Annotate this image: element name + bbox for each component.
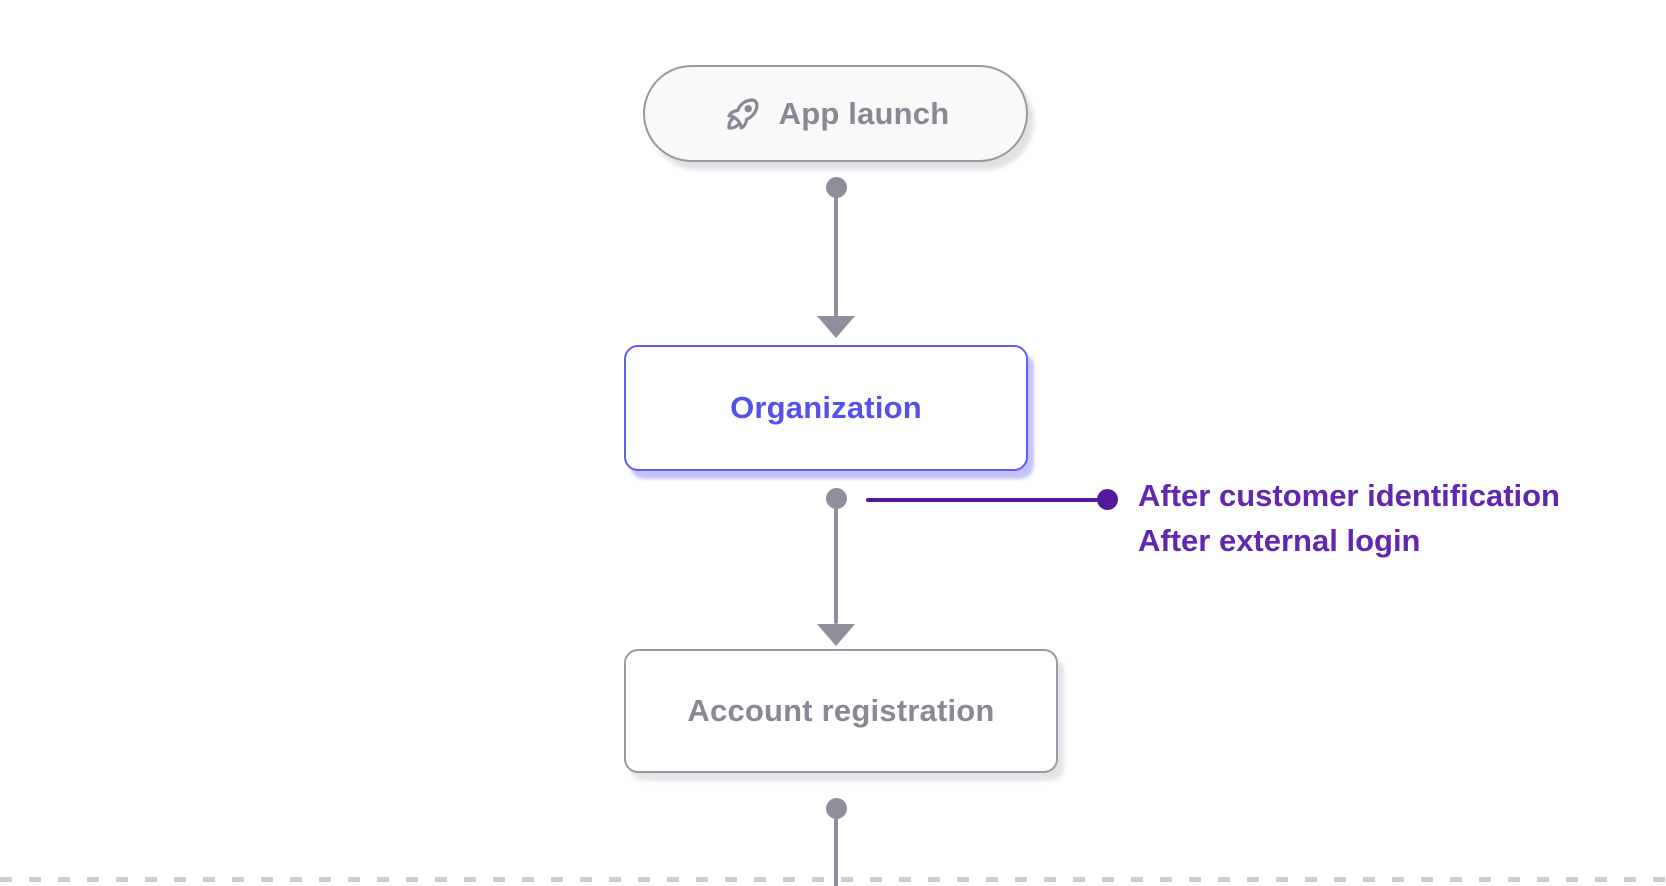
- node-label: Organization: [730, 390, 922, 425]
- node-account-registration: Account registration: [624, 649, 1058, 773]
- node-organization: Organization: [624, 345, 1028, 471]
- arrow-down-icon: [817, 624, 855, 646]
- edge-start-dot: [825, 176, 847, 198]
- node-app-launch: App launch: [643, 65, 1028, 162]
- dashed-cut-line: [0, 877, 1666, 882]
- arrow-down-icon: [817, 316, 855, 338]
- annotation-connector-line: [866, 498, 1098, 502]
- edge-start-dot: [825, 797, 847, 819]
- annotation-text: After customer identification After exte…: [1138, 473, 1560, 563]
- node-label: App launch: [778, 95, 950, 131]
- annotation-line-2: After external login: [1138, 523, 1421, 558]
- edge-line: [834, 508, 838, 624]
- rocket-icon: [722, 93, 764, 135]
- annotation-bullet-icon: [1097, 489, 1118, 510]
- node-label: Account registration: [687, 693, 995, 728]
- edge-line: [834, 818, 838, 886]
- annotation-line-1: After customer identification: [1138, 478, 1560, 513]
- edge-line: [834, 197, 838, 317]
- edge-start-dot: [825, 487, 847, 509]
